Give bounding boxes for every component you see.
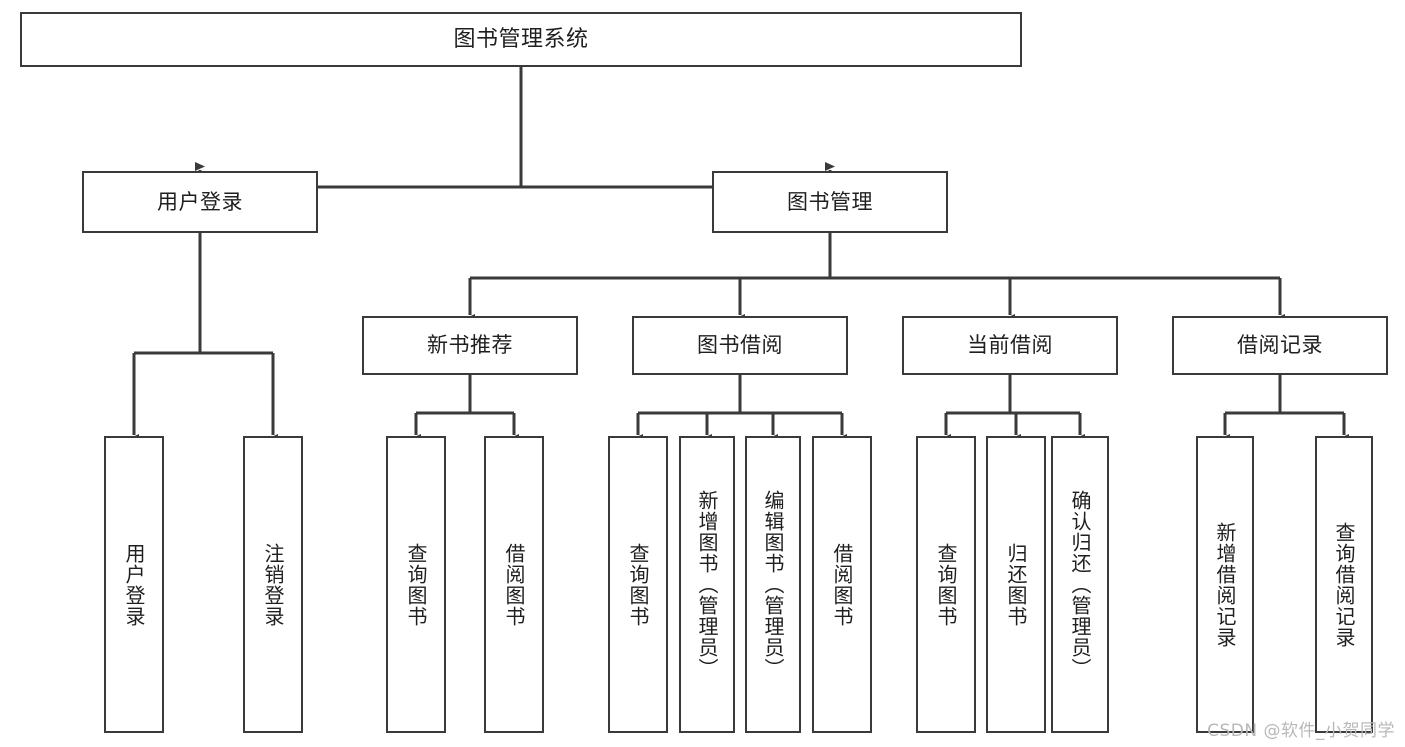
node-leaf-queryrec[interactable]: 查询借阅记录 — [1315, 436, 1373, 733]
node-leaf-return[interactable]: 归还图书 — [986, 436, 1046, 733]
node-label-leaf-addrec: 新增借阅记录 — [1213, 521, 1237, 648]
node-label-leaf-query1: 查询图书 — [404, 542, 428, 627]
node-label-leaf-borrow1: 借阅图书 — [502, 542, 526, 627]
node-label-leaf-confirm: 确认归还（管理员） — [1068, 490, 1092, 679]
node-root[interactable]: 图书管理系统 — [20, 12, 1022, 67]
node-label-login: 用户登录 — [157, 189, 243, 214]
node-label-current: 当前借阅 — [967, 333, 1053, 358]
node-label-leaf-borrow2: 借阅图书 — [830, 542, 854, 627]
node-label-newbook: 新书推荐 — [427, 333, 513, 358]
node-label-leaf-query2: 查询图书 — [626, 542, 650, 627]
node-label-leaf-login: 用户登录 — [122, 542, 146, 627]
node-label-root: 图书管理系统 — [453, 26, 589, 52]
node-leaf-query1[interactable]: 查询图书 — [386, 436, 446, 733]
node-leaf-confirm[interactable]: 确认归还（管理员） — [1051, 436, 1109, 733]
node-leaf-editbook[interactable]: 编辑图书（管理员） — [745, 436, 801, 733]
node-records[interactable]: 借阅记录 — [1172, 316, 1388, 375]
node-current[interactable]: 当前借阅 — [902, 316, 1118, 375]
node-leaf-query3[interactable]: 查询图书 — [916, 436, 976, 733]
watermark-text: CSDN @软件_小贺同学 — [1207, 721, 1395, 741]
node-label-borrow: 图书借阅 — [697, 333, 783, 358]
node-label-leaf-queryrec: 查询借阅记录 — [1332, 521, 1356, 648]
node-leaf-addbook[interactable]: 新增图书（管理员） — [679, 436, 735, 733]
node-leaf-login[interactable]: 用户登录 — [104, 436, 164, 733]
node-leaf-addrec[interactable]: 新增借阅记录 — [1196, 436, 1254, 733]
node-label-leaf-query3: 查询图书 — [934, 542, 958, 627]
node-label-leaf-return: 归还图书 — [1004, 542, 1028, 627]
node-label-leaf-editbook: 编辑图书（管理员） — [761, 490, 785, 679]
edge-paths — [129, 67, 1349, 443]
node-leaf-borrow2[interactable]: 借阅图书 — [812, 436, 872, 733]
node-leaf-query2[interactable]: 查询图书 — [608, 436, 668, 733]
node-bookmgmt[interactable]: 图书管理 — [712, 171, 948, 233]
node-newbook[interactable]: 新书推荐 — [362, 316, 578, 375]
node-label-bookmgmt: 图书管理 — [787, 189, 873, 214]
node-login[interactable]: 用户登录 — [82, 171, 318, 233]
node-leaf-logout[interactable]: 注销登录 — [243, 436, 303, 733]
node-label-leaf-logout: 注销登录 — [261, 542, 285, 627]
node-label-leaf-addbook: 新增图书（管理员） — [695, 490, 719, 679]
node-leaf-borrow1[interactable]: 借阅图书 — [484, 436, 544, 733]
node-label-records: 借阅记录 — [1237, 333, 1323, 358]
node-borrow[interactable]: 图书借阅 — [632, 316, 848, 375]
